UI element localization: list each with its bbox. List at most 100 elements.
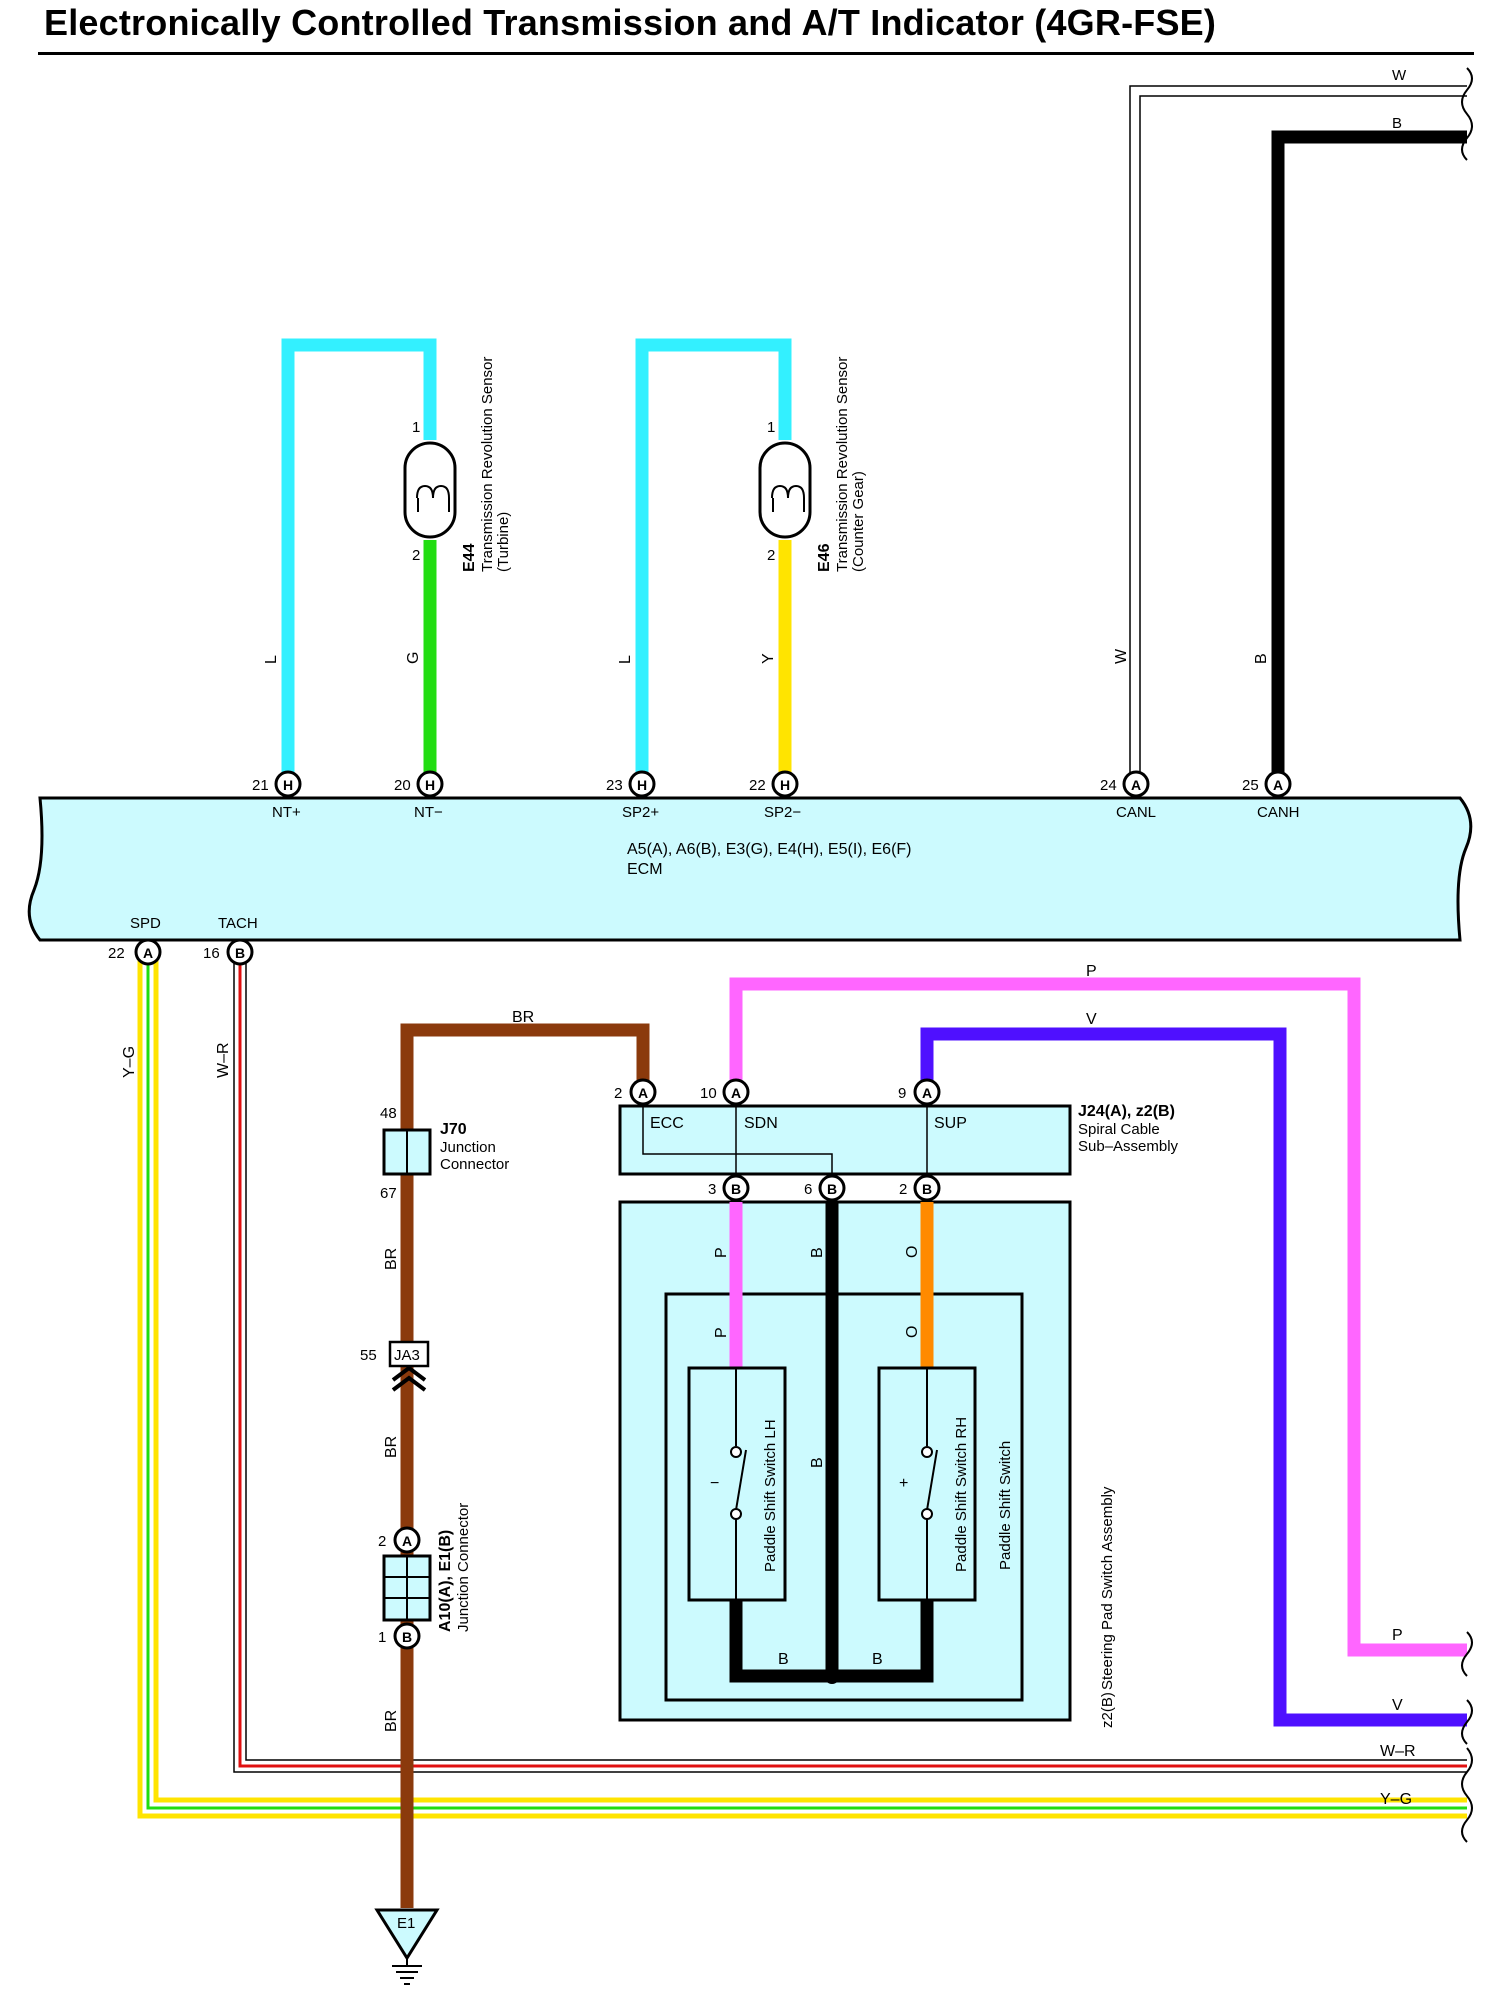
ecm-pin-nt-plus: H 21 NT+ xyxy=(252,770,302,821)
wire-label-o1: O xyxy=(904,1246,921,1258)
spiral-pin-b6: B 6 xyxy=(804,1174,846,1202)
svg-text:16: 16 xyxy=(203,945,220,962)
svg-text:CANH: CANH xyxy=(1257,804,1300,821)
svg-text:H: H xyxy=(780,777,790,793)
steering-id: z2(B) xyxy=(1099,1692,1116,1728)
svg-text:NT−: NT− xyxy=(414,804,443,821)
e46-id: E46 xyxy=(816,543,833,572)
a10-junction-connector: A B xyxy=(382,1526,432,1650)
svg-text:SP2+: SP2+ xyxy=(622,804,659,821)
svg-text:A: A xyxy=(638,1085,648,1101)
svg-text:9: 9 xyxy=(898,1085,906,1102)
svg-text:NT+: NT+ xyxy=(272,804,301,821)
paddle-lh-minus: − xyxy=(710,1475,719,1492)
ecm-connectors: A5(A), A6(B), E3(G), E4(H), E5(I), E6(F) xyxy=(627,841,912,858)
ecm-pin-sp2-plus: H 23 SP2+ xyxy=(606,770,659,821)
spiral-pin-b3: B 3 xyxy=(708,1174,750,1202)
wire-label-yg-right: Y–G xyxy=(1380,1791,1412,1808)
wire-label-br1: BR xyxy=(383,1248,400,1270)
svg-text:25: 25 xyxy=(1242,777,1259,794)
svg-text:A: A xyxy=(1273,777,1283,793)
wire-label-l2: L xyxy=(617,655,634,664)
e44-sub: (Turbine) xyxy=(495,512,512,572)
e44-name: Transmission Revolution Sensor xyxy=(479,357,496,572)
svg-text:A: A xyxy=(1131,777,1141,793)
spiral-pin-b2: B 2 xyxy=(899,1174,941,1202)
ground-e1: E1 xyxy=(374,1908,440,1985)
sensor-e44 xyxy=(403,441,457,539)
svg-text:CANL: CANL xyxy=(1116,804,1156,821)
wire-label-p-top: P xyxy=(1086,963,1097,980)
ecm-pin-spd: A 22 SPD xyxy=(108,915,162,966)
sensor-e46 xyxy=(758,441,812,539)
svg-text:A: A xyxy=(402,1533,412,1549)
svg-text:SP2−: SP2− xyxy=(764,804,801,821)
wire-sp2-plus-cyan xyxy=(635,338,792,784)
ecm-pin-sp2-minus: H 22 SP2− xyxy=(749,770,801,821)
paddle-rh-name: Paddle Shift Switch RH xyxy=(953,1417,970,1572)
ecm-pin-tach: B 16 TACH xyxy=(203,915,258,966)
wire-wr xyxy=(233,952,1467,1773)
wire-break-mark xyxy=(1461,67,1473,161)
wire-label-y: Y xyxy=(760,653,777,664)
svg-text:22: 22 xyxy=(749,777,766,794)
svg-text:22: 22 xyxy=(108,945,125,962)
ja3-pin: 55 xyxy=(360,1347,377,1364)
svg-text:10: 10 xyxy=(700,1085,717,1102)
wire-label-b1: B xyxy=(809,1247,826,1258)
svg-text:24: 24 xyxy=(1100,777,1117,794)
j70-name1: Junction xyxy=(440,1139,496,1156)
svg-text:2: 2 xyxy=(614,1085,622,1102)
wire-br xyxy=(400,1023,650,1908)
ecm-pin-canl: A 24 CANL xyxy=(1100,770,1156,821)
e46-pin1: 1 xyxy=(767,419,775,436)
paddle-lh-name: Paddle Shift Switch LH xyxy=(762,1419,779,1572)
wire-label-b2: B xyxy=(809,1457,826,1468)
spiral-name2: Sub–Assembly xyxy=(1078,1138,1179,1155)
spiral-id: J24(A), z2(B) xyxy=(1078,1103,1175,1120)
wire-v xyxy=(920,1027,1467,1727)
steering-name: Steering Pad Switch Assembly xyxy=(1099,1486,1116,1690)
title-rule xyxy=(38,52,1474,55)
ecm-name: ECM xyxy=(627,861,663,878)
wire-label-p1: P xyxy=(713,1247,730,1258)
svg-text:B: B xyxy=(827,1181,837,1197)
svg-text:B: B xyxy=(922,1181,932,1197)
svg-text:H: H xyxy=(637,777,647,793)
wire-label-br-top: BR xyxy=(512,1009,534,1026)
wire-label-p2: P xyxy=(713,1327,730,1338)
a10-name: Junction Connector xyxy=(455,1503,472,1632)
b-wire-canh xyxy=(1271,130,1467,784)
j70-id: J70 xyxy=(440,1121,467,1138)
wire-label-w-top: W xyxy=(1392,67,1407,84)
ecm-pin-nt-minus: H 20 NT− xyxy=(394,770,444,821)
wire-label-b-top: B xyxy=(1392,115,1402,132)
a10-id: A10(A), E1(B) xyxy=(437,1530,454,1632)
wire-label-b3: B xyxy=(778,1651,789,1668)
svg-text:A: A xyxy=(143,945,153,961)
svg-text:2: 2 xyxy=(899,1181,907,1198)
svg-text:JA3: JA3 xyxy=(394,1347,420,1364)
wire-yg xyxy=(137,952,1467,1819)
splice-point xyxy=(824,1668,840,1684)
e44-pin2: 2 xyxy=(412,547,420,564)
svg-text:B: B xyxy=(235,945,245,961)
wire-label-v-top: V xyxy=(1086,1011,1097,1028)
svg-text:A: A xyxy=(922,1085,932,1101)
a10-pin-bottom: 1 xyxy=(378,1629,386,1646)
wire-label-l1: L xyxy=(263,655,280,664)
svg-text:6: 6 xyxy=(804,1181,812,1198)
ecm-pin-canh: A 25 CANH xyxy=(1242,770,1300,821)
spiral-pin-ecc: A 2 xyxy=(614,1078,657,1106)
wire-label-p-right: P xyxy=(1392,1627,1403,1644)
spiral-name1: Spiral Cable xyxy=(1078,1121,1160,1138)
j70-pin-bottom: 67 xyxy=(380,1185,397,1202)
wire-label-b4: B xyxy=(872,1651,883,1668)
spiral-pin-sdn: A 10 xyxy=(700,1078,750,1106)
e46-sub: (Counter Gear) xyxy=(850,471,867,572)
paddle-switch-rh xyxy=(877,1366,977,1602)
a10-pin-top: 2 xyxy=(378,1533,386,1550)
wire-label-w: W xyxy=(1113,648,1130,664)
j70-pin-top: 48 xyxy=(380,1105,397,1122)
